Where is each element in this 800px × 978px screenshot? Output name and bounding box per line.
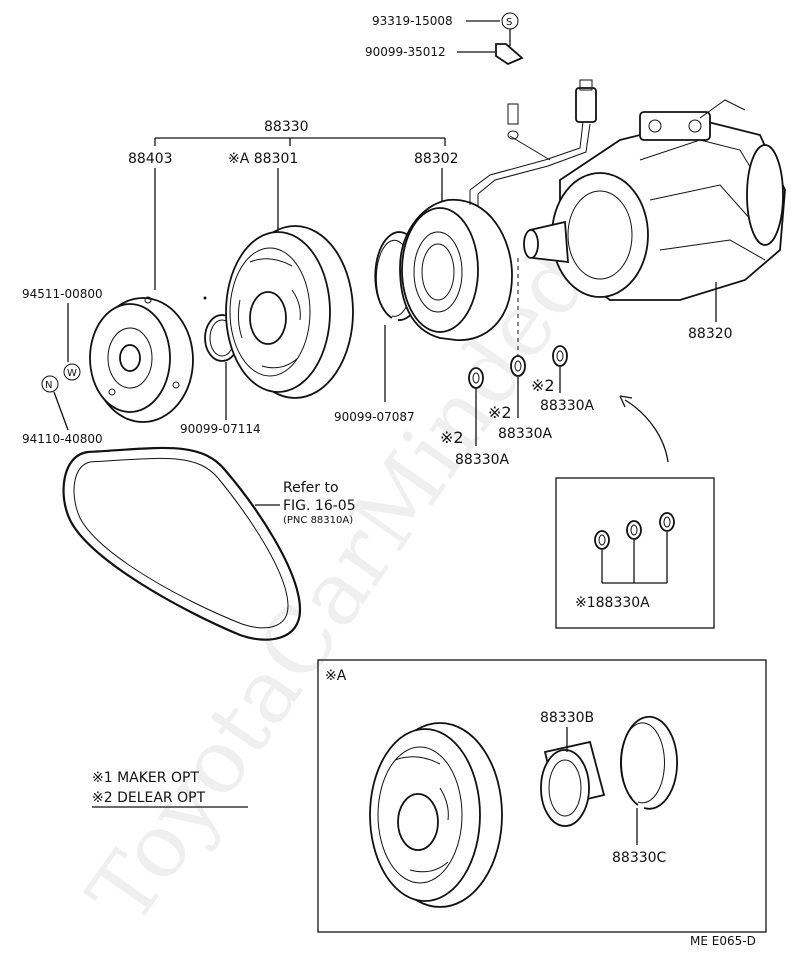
belt-pnc-text: (PNC 88310A) [283, 515, 353, 526]
detail-a-box [317, 659, 767, 933]
washer-w-icon [63, 363, 81, 381]
shim-a-mark: ※2 [440, 428, 464, 447]
arrow-icon [624, 399, 669, 463]
label-88330[interactable]: 88330 [264, 119, 309, 135]
v-belt-icon [62, 446, 302, 641]
inset-shims-icon [594, 512, 675, 550]
label-94511-00800[interactable]: 94511-00800 [22, 287, 103, 301]
bearing-icon [540, 740, 606, 827]
label-88330B[interactable]: 88330B [540, 710, 594, 726]
stator-coil-icon [399, 199, 513, 341]
label-88301[interactable]: ※A 88301 [228, 151, 298, 167]
symbol-s: S [506, 17, 512, 28]
label-88330C[interactable]: 88330C [612, 850, 667, 866]
label-88330A-c[interactable]: 88330A [540, 398, 595, 414]
wire-harness-icon [469, 79, 597, 207]
label-88330A-a[interactable]: 88330A [455, 452, 510, 468]
pulley-icon [225, 225, 354, 399]
label-88302[interactable]: 88302 [414, 151, 459, 167]
label-90099-07087[interactable]: 90099-07087 [334, 410, 415, 424]
belt-refer-text: Refer to [283, 480, 339, 496]
shim-washers-icon [468, 345, 568, 389]
detail-pulley-icon [369, 722, 503, 908]
shim-inset-box [555, 477, 715, 629]
shim-c-mark: ※2 [531, 376, 555, 395]
legend-maker-opt: ※1 MAKER OPT [92, 770, 199, 786]
detail-a-title: ※A [325, 668, 347, 684]
clamp-icon [495, 43, 524, 66]
label-88320[interactable]: 88320 [688, 326, 733, 342]
label-93319-15008[interactable]: 93319-15008 [372, 14, 453, 28]
symbol-n: N [45, 380, 52, 391]
shim-b-mark: ※2 [488, 403, 512, 422]
label-88330A-b[interactable]: 88330A [498, 426, 553, 442]
diagram-code: ME E065-D [690, 934, 756, 948]
label-inset-88330A[interactable]: ※188330A [575, 595, 650, 611]
symbol-w: W [67, 368, 77, 379]
detail-snap-ring-icon [620, 715, 678, 810]
compressor-icon [523, 99, 786, 301]
nut-n-icon [41, 375, 59, 393]
label-90099-35012[interactable]: 90099-35012 [365, 45, 446, 59]
label-88403[interactable]: 88403 [128, 151, 173, 167]
label-94110-40800[interactable]: 94110-40800 [22, 432, 103, 446]
belt-fig-link[interactable]: FIG. 16-05 [283, 498, 356, 514]
clutch-hub-icon [89, 296, 194, 423]
legend-dealer-opt: ※2 DELEAR OPT [92, 790, 206, 806]
label-90099-07114[interactable]: 90099-07114 [180, 422, 261, 436]
